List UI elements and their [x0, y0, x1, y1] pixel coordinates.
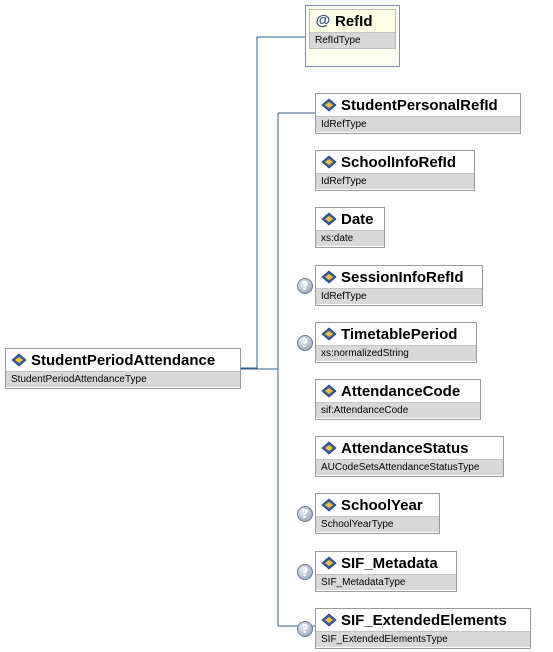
optional-marker-icon: ? [297, 564, 313, 580]
element-icon [321, 155, 337, 169]
attribute-icon: @ [315, 12, 331, 29]
child-element-type: SchoolYearType [316, 516, 439, 532]
element-icon [321, 212, 337, 226]
element-icon [321, 498, 337, 512]
child-element-type: xs:date [316, 230, 384, 246]
child-element-name: SIF_ExtendedElements [341, 611, 507, 629]
element-icon [11, 353, 27, 367]
root-element-name: StudentPeriodAttendance [31, 351, 216, 369]
child-element-type: IdRefType [316, 116, 520, 132]
element-icon [321, 613, 337, 627]
child-element-name: SessionInfoRefId [341, 268, 464, 286]
optional-marker-icon: ? [297, 506, 313, 522]
element-icon [321, 270, 337, 284]
child-element-name: Date [341, 210, 374, 228]
element-icon [321, 327, 337, 341]
optional-marker-icon: ? [297, 335, 313, 351]
attribute-name: RefId [335, 12, 373, 30]
child-element-node[interactable]: TimetablePeriod xs:normalizedString [315, 322, 477, 363]
child-element-type: IdRefType [316, 173, 474, 189]
child-element-name: AttendanceCode [341, 382, 461, 400]
root-element-type: StudentPeriodAttendanceType [6, 371, 240, 387]
child-element-type: AUCodeSetsAttendanceStatusType [316, 459, 503, 475]
optional-marker-icon: ? [297, 278, 313, 294]
element-icon [321, 384, 337, 398]
child-element-name: SchoolYear [341, 496, 423, 514]
attribute-node-refid[interactable]: @ RefId RefIdType [305, 5, 400, 67]
element-icon [321, 556, 337, 570]
child-element-name: AttendanceStatus [341, 439, 469, 457]
child-element-node[interactable]: Date xs:date [315, 207, 385, 248]
child-element-type: SIF_MetadataType [316, 574, 456, 590]
child-element-type: sif:AttendanceCode [316, 402, 480, 418]
child-element-node[interactable]: AttendanceCode sif:AttendanceCode [315, 379, 481, 420]
root-element-node[interactable]: StudentPeriodAttendance StudentPeriodAtt… [5, 348, 241, 389]
child-element-type: IdRefType [316, 288, 482, 304]
child-element-name: StudentPersonalRefId [341, 96, 498, 114]
element-icon [321, 98, 337, 112]
child-element-name: TimetablePeriod [341, 325, 458, 343]
child-element-type: SIF_ExtendedElementsType [316, 631, 530, 647]
attribute-type: RefIdType [310, 32, 395, 48]
element-icon [321, 441, 337, 455]
child-element-type: xs:normalizedString [316, 345, 476, 361]
child-element-name: SIF_Metadata [341, 554, 438, 572]
child-element-name: SchoolInfoRefId [341, 153, 456, 171]
optional-marker-icon: ? [297, 621, 313, 637]
